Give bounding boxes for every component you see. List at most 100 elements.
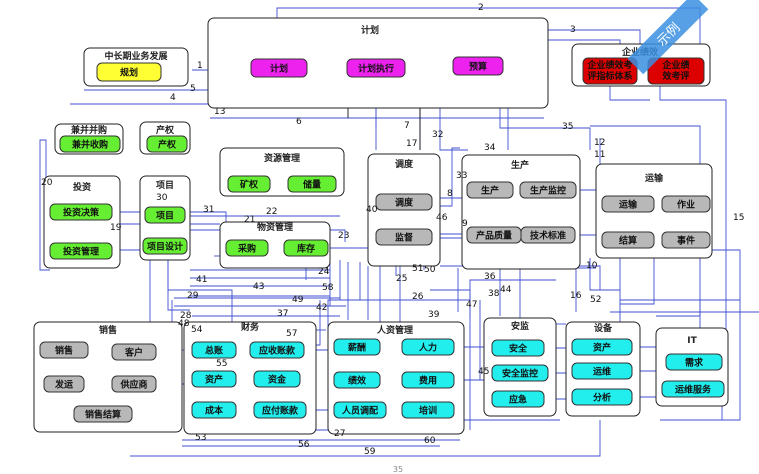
link-number: 1 bbox=[197, 61, 203, 71]
node-box bbox=[96, 62, 162, 82]
node-kucun[interactable]: 库存 bbox=[283, 239, 329, 257]
node-fayun[interactable]: 发运 bbox=[43, 375, 85, 393]
node-yingji[interactable]: 应急 bbox=[491, 390, 545, 408]
node-peixun[interactable]: 培训 bbox=[401, 401, 455, 419]
node-touzijuece[interactable]: 投资决策 bbox=[49, 203, 113, 221]
node-yingshou[interactable]: 应收账款 bbox=[249, 341, 305, 359]
link-line bbox=[327, 299, 470, 330]
node-guihua[interactable]: 规划 bbox=[96, 62, 162, 82]
node-label: 兼并收购 bbox=[71, 139, 108, 151]
node-label: 绩效 bbox=[348, 375, 367, 387]
node-box bbox=[401, 401, 455, 419]
group-label: 销售 bbox=[99, 324, 117, 336]
node-yunwei[interactable]: 运维 bbox=[571, 362, 633, 380]
node-xiangmu[interactable]: 项目 bbox=[144, 206, 186, 224]
node-yunshu[interactable]: 运输 bbox=[601, 195, 655, 213]
node-shengchanjiankong[interactable]: 生产监控 bbox=[519, 181, 577, 199]
node-box bbox=[519, 181, 577, 199]
link-number: 57 bbox=[286, 329, 297, 339]
node-feiyong[interactable]: 费用 bbox=[401, 371, 455, 389]
node-zichan-sb[interactable]: 资产 bbox=[571, 338, 633, 356]
node-label: 事件 bbox=[677, 235, 695, 247]
node-diaodu[interactable]: 调度 bbox=[375, 193, 433, 211]
link-number: 58 bbox=[322, 283, 334, 293]
group-label: 财务 bbox=[240, 321, 260, 333]
node-chanquan[interactable]: 产权 bbox=[146, 135, 188, 153]
group-label: 设备 bbox=[594, 322, 613, 334]
node-renli[interactable]: 人力 bbox=[401, 338, 455, 356]
node-zijin[interactable]: 资金 bbox=[253, 370, 301, 388]
node-xiaoshou[interactable]: 销售 bbox=[39, 341, 89, 359]
link-number: 28 bbox=[180, 311, 192, 321]
node-label: 运维 bbox=[593, 366, 611, 378]
link-number: 40 bbox=[366, 205, 378, 215]
node-box bbox=[49, 203, 113, 221]
node-kehu[interactable]: 客户 bbox=[111, 343, 157, 361]
link-line bbox=[590, 125, 701, 166]
node-anquan[interactable]: 安全 bbox=[491, 339, 545, 357]
node-chanpinzhiliang[interactable]: 产品质量 bbox=[466, 226, 522, 244]
node-yingfu[interactable]: 应付账款 bbox=[253, 401, 307, 419]
node-zuoye[interactable]: 作业 bbox=[661, 195, 711, 213]
link-number: 11 bbox=[594, 150, 605, 160]
node-box bbox=[346, 58, 406, 78]
node-xiangmusheji[interactable]: 项目设计 bbox=[142, 237, 188, 255]
node-jianbingshougou[interactable]: 兼并收购 bbox=[59, 135, 121, 153]
node-xiaoshoujiesuan[interactable]: 销售结算 bbox=[73, 405, 133, 423]
node-jihuazhixing[interactable]: 计划执行 bbox=[346, 58, 406, 78]
node-box bbox=[401, 338, 455, 356]
page-number: 35 bbox=[393, 465, 403, 474]
link-number: 56 bbox=[298, 440, 310, 450]
node-label: 技术标准 bbox=[530, 230, 566, 242]
node-zichan-cw[interactable]: 资产 bbox=[191, 370, 237, 388]
link-number: 29 bbox=[187, 291, 199, 301]
node-anquanjiankong[interactable]: 安全监控 bbox=[491, 364, 549, 382]
node-label: 发运 bbox=[54, 379, 74, 391]
node-shijian[interactable]: 事件 bbox=[661, 231, 711, 249]
link-number: 16 bbox=[570, 291, 582, 301]
node-label: 生产 bbox=[481, 185, 499, 197]
link-number: 38 bbox=[488, 289, 500, 299]
node-fenxi[interactable]: 分析 bbox=[571, 388, 633, 406]
node-chengben[interactable]: 成本 bbox=[191, 401, 237, 419]
link-number: 23 bbox=[338, 231, 349, 241]
node-jishubiaozhun[interactable]: 技术标准 bbox=[520, 226, 576, 244]
node-gongyingshang[interactable]: 供应商 bbox=[111, 375, 157, 393]
link-number: 47 bbox=[466, 300, 477, 310]
node-yunweifuwu[interactable]: 运维服务 bbox=[661, 380, 725, 398]
node-xuqiu[interactable]: 需求 bbox=[665, 353, 723, 371]
node-shengchan[interactable]: 生产 bbox=[466, 181, 514, 199]
node-renyuandiaopei[interactable]: 人员调配 bbox=[333, 401, 387, 419]
node-jihua[interactable]: 计划 bbox=[250, 58, 308, 78]
group-label: 中长期业务发展 bbox=[104, 50, 167, 62]
node-box bbox=[661, 380, 725, 398]
link-number: 37 bbox=[277, 309, 288, 319]
node-zongzhang[interactable]: 总账 bbox=[191, 341, 237, 359]
node-label: 销售 bbox=[55, 345, 73, 357]
node-caigou[interactable]: 采购 bbox=[225, 239, 269, 257]
link-number: 24 bbox=[318, 267, 330, 277]
node-box bbox=[253, 401, 307, 419]
node-kuangquan[interactable]: 矿权 bbox=[227, 175, 271, 193]
node-label: 资产 bbox=[593, 342, 611, 354]
node-jixiao-rz[interactable]: 绩效 bbox=[333, 371, 381, 389]
node-box bbox=[520, 226, 576, 244]
node-chuliang[interactable]: 储量 bbox=[287, 175, 337, 193]
group-label: 项目 bbox=[156, 180, 174, 191]
node-jiesuan[interactable]: 结算 bbox=[601, 231, 655, 249]
group-label: 调度 bbox=[395, 158, 414, 170]
link-number: 50 bbox=[424, 265, 436, 275]
node-label: 人员调配 bbox=[341, 405, 378, 417]
node-yusuan[interactable]: 预算 bbox=[452, 56, 504, 76]
node-jiandu[interactable]: 监督 bbox=[375, 228, 433, 246]
link-number: 44 bbox=[500, 285, 512, 295]
node-label: 库存 bbox=[297, 243, 315, 255]
group-label: 资源管理 bbox=[264, 152, 300, 164]
node-xinchou[interactable]: 薪酬 bbox=[333, 338, 381, 356]
node-touziguanli[interactable]: 投资管理 bbox=[49, 242, 113, 260]
node-label: 总账 bbox=[205, 345, 223, 357]
